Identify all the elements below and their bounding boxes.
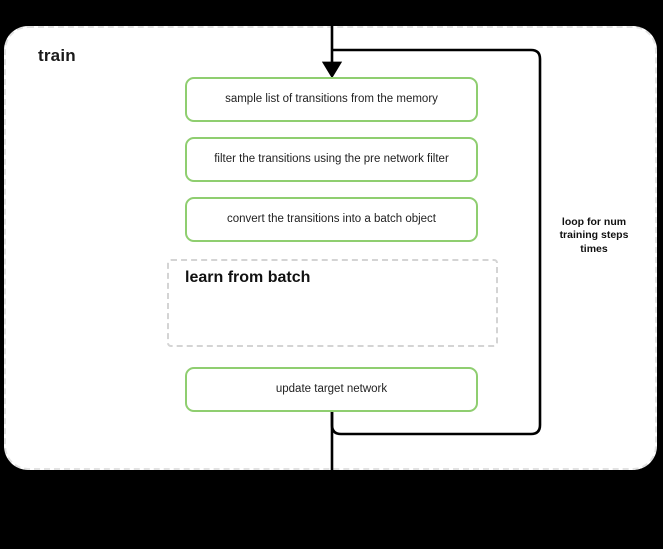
loop-caption: loop for num training steps times	[559, 216, 629, 255]
step-sample-transitions[interactable]: sample list of transitions from the memo…	[185, 77, 478, 122]
step-filter-transitions[interactable]: filter the transitions using the pre net…	[185, 137, 478, 182]
step-update-target-network[interactable]: update target network	[185, 367, 478, 412]
subgraph-learn-from-batch[interactable]: learn from batch	[167, 259, 498, 347]
subgraph-title: learn from batch	[185, 269, 311, 286]
step-convert-transitions[interactable]: convert the transitions into a batch obj…	[185, 197, 478, 242]
step-label: sample list of transitions from the memo…	[225, 93, 438, 106]
step-label: convert the transitions into a batch obj…	[226, 213, 437, 226]
train-scope-title: train	[38, 46, 76, 65]
step-label: filter the transitions using the pre net…	[214, 153, 449, 166]
step-label: update target network	[275, 383, 388, 396]
